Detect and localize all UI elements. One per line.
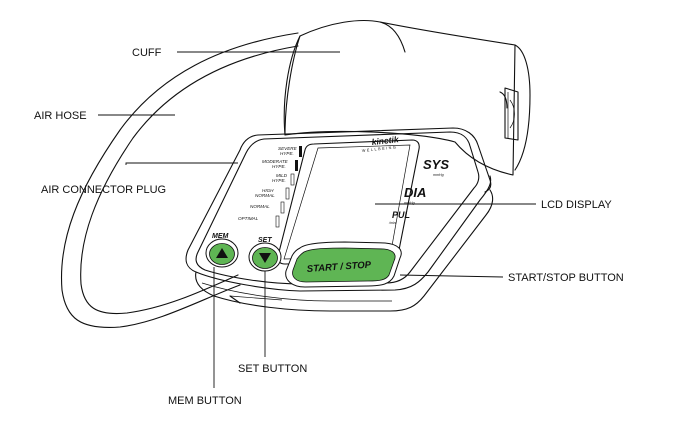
scale-moderate-line2: HYPE. bbox=[272, 164, 286, 169]
brand-subtitle: WELLBEING bbox=[362, 145, 398, 153]
air-hose bbox=[60, 32, 299, 328]
scale-bar-moderate bbox=[295, 160, 298, 171]
sys-label: SYS bbox=[423, 157, 449, 172]
air-connector-leader bbox=[125, 162, 238, 165]
scale-mild-line1: MILD bbox=[276, 173, 288, 178]
start-stop-button[interactable]: START / STOP bbox=[285, 241, 402, 288]
label-air-connector-plug: AIR CONNECTOR PLUG bbox=[41, 184, 166, 196]
up-triangle-icon bbox=[216, 248, 228, 258]
scale-bar-mild bbox=[290, 173, 295, 186]
pul-unit: /min bbox=[388, 221, 396, 225]
mem-button-label: MEM bbox=[212, 233, 229, 240]
down-triangle-icon bbox=[259, 253, 271, 263]
brand-name: kinetik bbox=[371, 134, 400, 147]
dia-label: DIA bbox=[404, 185, 426, 200]
scale-bar-severe bbox=[299, 146, 302, 157]
sys-unit: mmHg bbox=[433, 173, 444, 177]
pul-label: PUL bbox=[392, 210, 410, 220]
scale-normal: NORMAL bbox=[250, 204, 270, 209]
scale-bar-normal bbox=[280, 201, 285, 214]
scale-high-line2: NORMAL bbox=[255, 193, 275, 198]
set-button[interactable]: SET bbox=[248, 237, 282, 272]
blood-pressure-scale: SEVERE HYPE. MODERATE HYPE. MILD HYPE. H… bbox=[238, 146, 302, 228]
label-set-button: SET BUTTON bbox=[238, 363, 307, 375]
scale-severe-line2: HYPE. bbox=[280, 151, 294, 156]
set-button-label: SET bbox=[258, 237, 272, 244]
label-mem-button: MEM BUTTON bbox=[168, 395, 242, 407]
dia-unit: mmHg bbox=[404, 201, 415, 205]
scale-high-line1: HIGH bbox=[262, 188, 274, 193]
mem-button[interactable]: MEM bbox=[205, 233, 239, 268]
scale-moderate-line1: MODERATE bbox=[262, 159, 289, 164]
scale-mild-line2: HYPE. bbox=[272, 178, 286, 183]
scale-bar-high bbox=[285, 187, 290, 200]
scale-severe-line1: SEVERE bbox=[278, 146, 298, 151]
start-stop-label: START / STOP bbox=[306, 259, 372, 275]
start-stop-leader bbox=[399, 274, 504, 278]
label-lcd-display: LCD DISPLAY bbox=[541, 199, 612, 211]
reading-labels: SYS mmHg DIA mmHg PUL /min bbox=[388, 157, 449, 225]
label-start-stop-button: START/STOP BUTTON bbox=[508, 272, 624, 284]
scale-bar-optimal bbox=[275, 215, 280, 228]
cuff bbox=[283, 20, 531, 176]
label-cuff: CUFF bbox=[132, 47, 162, 59]
scale-optimal: OPTIMAL bbox=[238, 216, 259, 221]
label-air-hose: AIR HOSE bbox=[34, 110, 87, 122]
brand-logo: kinetik WELLBEING bbox=[362, 134, 401, 153]
